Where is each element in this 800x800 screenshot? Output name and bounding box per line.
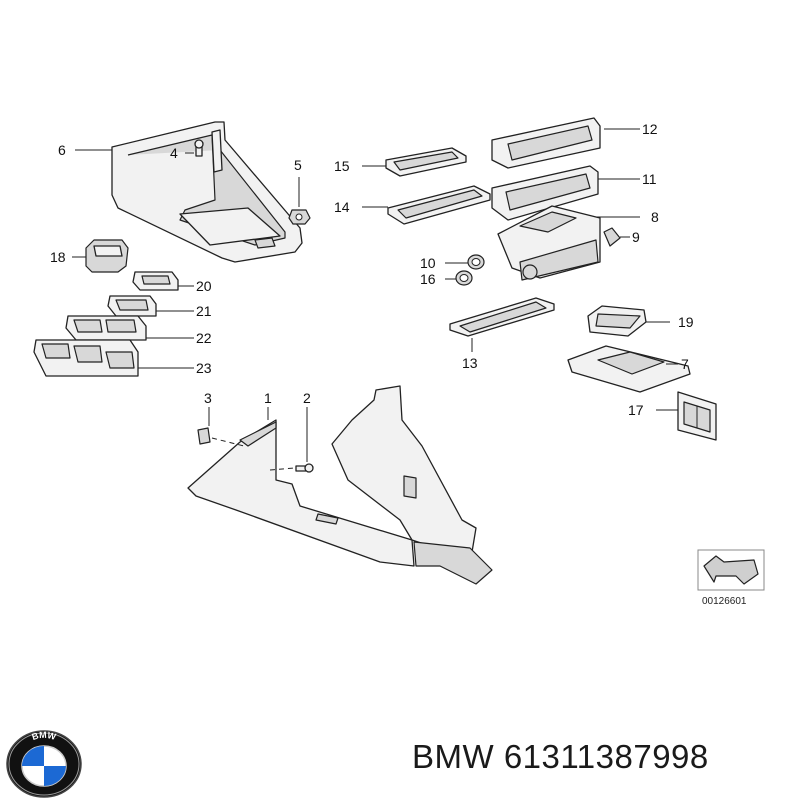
- part-20-bezel: [132, 271, 179, 291]
- label-19: 19: [678, 314, 694, 330]
- part-18-tray: [85, 239, 129, 273]
- part-3-clip: [197, 427, 211, 445]
- part-10-grommet: [467, 254, 485, 270]
- label-8: 8: [651, 209, 659, 225]
- bmw-logo: BMW: [6, 730, 82, 798]
- label-7: 7: [681, 356, 689, 372]
- label-6: 6: [58, 142, 66, 158]
- label-13: 13: [462, 355, 478, 371]
- part-13-grille: [449, 297, 555, 337]
- label-5: 5: [294, 157, 302, 173]
- part-6-console-surround: [111, 121, 303, 263]
- label-20: 20: [196, 278, 212, 294]
- label-17: 17: [628, 402, 644, 418]
- part-7-shift-plate: [567, 345, 691, 393]
- label-15: 15: [334, 158, 350, 174]
- part-19-bezel: [587, 305, 647, 337]
- part-15-grille: [385, 147, 467, 177]
- reference-box: 00126601: [697, 549, 765, 607]
- label-2: 2: [303, 390, 311, 406]
- arrow-icon: [703, 555, 759, 585]
- part-16-grommet: [455, 270, 473, 286]
- svg-text:BMW: BMW: [31, 730, 58, 742]
- caption-brand: BMW: [412, 738, 495, 775]
- caption-part-number: 61311387998: [503, 738, 709, 775]
- caption: BMW 61311387998: [412, 738, 792, 776]
- label-9: 9: [632, 229, 640, 245]
- label-12: 12: [642, 121, 658, 137]
- label-4: 4: [170, 145, 178, 161]
- label-1: 1: [264, 390, 272, 406]
- label-21: 21: [196, 303, 212, 319]
- label-14: 14: [334, 199, 350, 215]
- part-labels: 6 4 5 18 20 21 22 23 15 14 12 11 8 9 10 …: [50, 121, 694, 418]
- label-18: 18: [50, 249, 66, 265]
- part-2-screw: [295, 463, 314, 473]
- label-23: 23: [196, 360, 212, 376]
- part-8-housing: [497, 205, 601, 281]
- reference-number: 00126601: [702, 596, 747, 607]
- part-11-tray: [491, 165, 599, 221]
- part-5-nut: [288, 209, 311, 225]
- part-23-bezel: [33, 339, 139, 377]
- part-9-clip: [603, 227, 621, 247]
- part-1-lower-trim: [187, 385, 493, 585]
- label-11: 11: [642, 171, 657, 187]
- part-21-bezel: [107, 295, 157, 317]
- label-10: 10: [420, 255, 436, 271]
- label-22: 22: [196, 330, 212, 346]
- part-4-screw: [194, 139, 204, 157]
- part-14-grille: [387, 185, 491, 225]
- label-3: 3: [204, 390, 212, 406]
- part-22-bezel: [65, 315, 147, 341]
- part-12-tray: [491, 117, 601, 169]
- part-17-vent: [677, 391, 717, 441]
- label-16: 16: [420, 271, 436, 287]
